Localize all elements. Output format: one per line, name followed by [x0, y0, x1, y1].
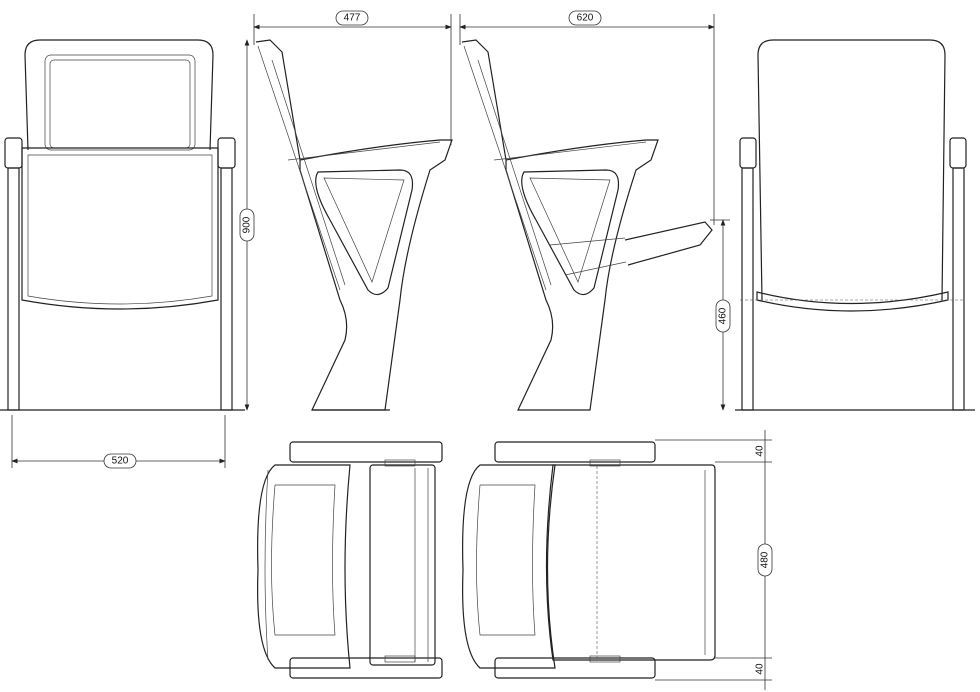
dimension-label-width: 520 — [112, 456, 129, 467]
side-view-folded — [255, 39, 453, 411]
dimension-label-seat-height: 460 — [718, 307, 729, 324]
dimension-label-armrest-back: 40 — [755, 663, 766, 675]
dimension-label-depth-open: 620 — [577, 13, 594, 24]
dimension-label-height: 900 — [242, 216, 253, 233]
dimension-label-armrest-front: 40 — [755, 445, 766, 457]
dimension-top: 40 480 40 — [655, 430, 773, 690]
front-view — [0, 39, 245, 411]
dimension-depth-open: 620 — [459, 10, 715, 225]
top-view-folded — [257, 441, 443, 679]
dimension-depth-folded: 477 — [253, 10, 452, 145]
dimension-label-seat-depth: 480 — [760, 551, 771, 568]
back-view — [735, 39, 975, 411]
top-view-open — [462, 441, 716, 679]
dimension-width: 520 — [11, 415, 226, 469]
dimension-seat-height: 460 — [710, 219, 731, 411]
dimension-height: 900 — [239, 39, 255, 411]
side-view-open — [461, 39, 713, 411]
dimension-label-depth-folded: 477 — [344, 13, 361, 24]
